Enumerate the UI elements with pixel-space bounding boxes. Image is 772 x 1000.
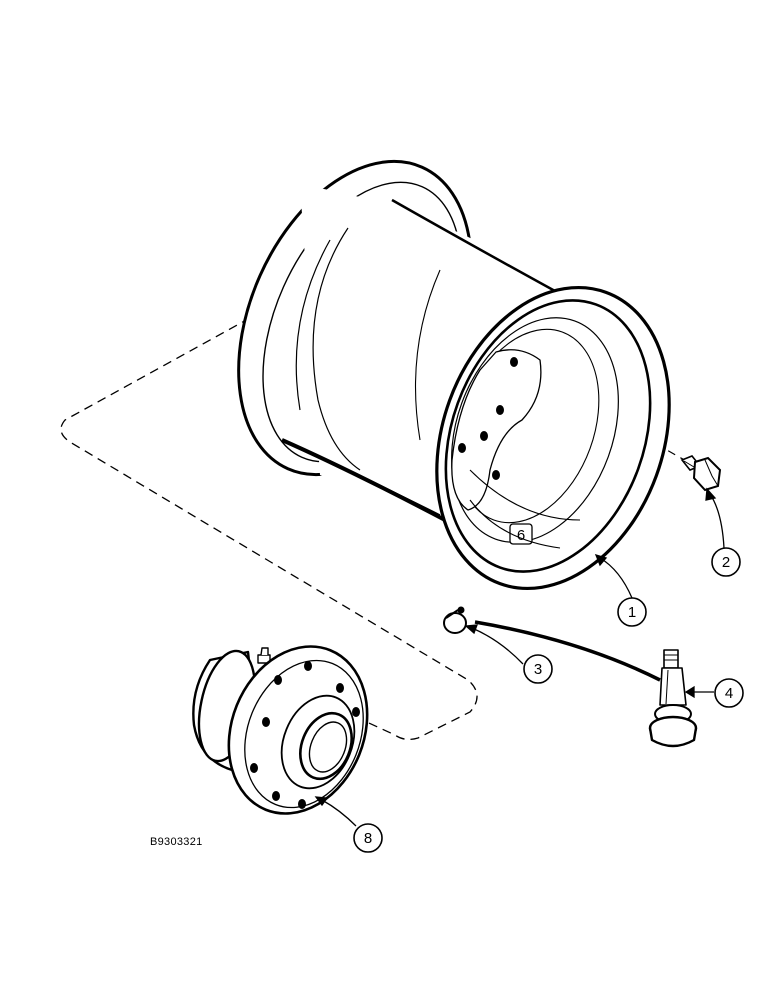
valve-stem: [648, 649, 698, 748]
svg-text:1: 1: [628, 604, 636, 621]
valve-connector-curve: [474, 620, 661, 682]
figure-id-label: B9303321: [150, 836, 203, 848]
svg-text:3: 3: [534, 661, 542, 678]
callout-4: 4: [714, 678, 744, 708]
callout-3: 3: [523, 654, 553, 684]
rim-marking-text: 6: [517, 527, 525, 544]
wheel-hub: [192, 645, 369, 815]
svg-text:8: 8: [364, 830, 372, 847]
wheel-rim: [237, 159, 671, 591]
wheel-bolt: [680, 455, 722, 492]
valve-cap: [443, 606, 467, 634]
callout-2: 2: [711, 547, 741, 577]
callout-1: 1: [617, 597, 647, 627]
callout-8: 8: [353, 823, 383, 853]
svg-text:4: 4: [725, 685, 733, 702]
callout-leaders: [314, 487, 725, 827]
svg-text:2: 2: [722, 554, 730, 571]
